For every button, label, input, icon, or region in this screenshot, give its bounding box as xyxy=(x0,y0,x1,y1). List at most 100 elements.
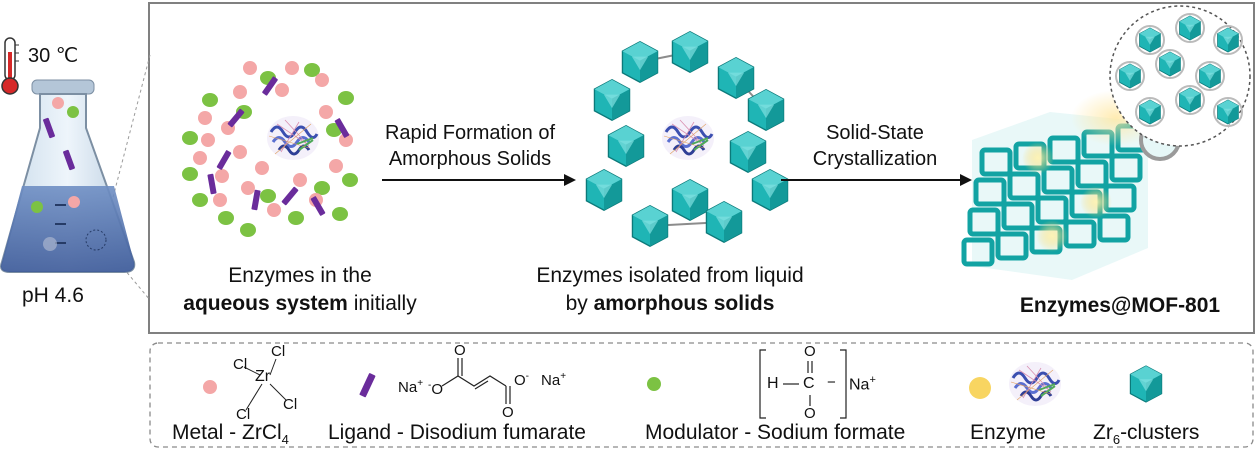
arrow-rapid-formation xyxy=(382,174,576,186)
legend-enzyme-dot xyxy=(969,377,991,399)
legend-enzyme-structure xyxy=(1007,360,1063,408)
modulator-particle xyxy=(218,211,234,225)
zoom-zr6-cluster xyxy=(1179,87,1201,113)
metal-particle xyxy=(201,133,215,147)
legend-ligand-bar xyxy=(359,373,376,398)
arrow2-label: Solid-State Crystallization xyxy=(790,120,960,172)
modulator-particle xyxy=(240,223,256,237)
modulator-particle xyxy=(342,173,358,187)
stage2-line1: Enzymes isolated from liquid xyxy=(536,264,804,287)
thermometer-icon xyxy=(1,37,19,95)
zr6-cluster xyxy=(751,169,789,211)
legend-cluster-label: Zr6-clusters xyxy=(1093,421,1200,448)
arrow1-line1: Rapid Formation of xyxy=(384,122,556,144)
stage1-line1: Enzymes in the xyxy=(228,264,372,287)
modulator-particle xyxy=(288,211,304,225)
metal-particle xyxy=(285,61,299,75)
ligand-particle xyxy=(281,186,299,206)
fumarate-o-right: O- xyxy=(514,371,530,389)
zoom-zr6-cluster xyxy=(1139,99,1161,125)
zr6-cluster xyxy=(585,169,623,211)
formate-minus: − xyxy=(827,374,836,391)
mof-cell xyxy=(995,231,1029,261)
legend-frame xyxy=(149,342,1254,448)
fumarate-na-left: Na+ xyxy=(398,378,424,396)
stage1-line2: aqueous system initially xyxy=(180,290,420,318)
metal-particle xyxy=(233,145,247,159)
ph-label: pH 4.6 xyxy=(22,284,84,307)
legend-enzyme-label: Enzyme xyxy=(970,421,1046,444)
formate-structure xyxy=(759,349,847,419)
formate-c: C xyxy=(803,375,815,392)
fumarate-o-left: -O xyxy=(428,380,444,398)
stage2-bold: amorphous solids xyxy=(593,292,775,315)
metal-particle xyxy=(339,133,353,147)
metal-particle xyxy=(233,85,247,99)
fumarate-na-right: Na+ xyxy=(541,371,567,389)
mof-cell xyxy=(1097,213,1131,243)
modulator-particle xyxy=(202,93,218,107)
metal-particle xyxy=(329,159,343,173)
mof-cell xyxy=(1075,159,1109,189)
modulator-particle xyxy=(338,91,354,105)
zr6-cluster xyxy=(631,205,669,247)
metal-particle xyxy=(319,105,333,119)
mof-cell xyxy=(961,237,995,267)
zoom-zr6-cluster xyxy=(1217,99,1239,125)
zrcl4-structure xyxy=(243,358,287,411)
modulator-particle xyxy=(192,193,208,207)
cl-atom-4: Cl xyxy=(236,406,251,423)
legend-modulator-dot xyxy=(647,377,661,391)
stage2-line2: by amorphous solids xyxy=(525,290,815,318)
zr6-cluster xyxy=(671,31,709,73)
metal-particle xyxy=(275,83,289,97)
arrow1-line2: Amorphous Solids xyxy=(388,148,552,170)
ligand-particle xyxy=(262,76,278,96)
legend-modulator-label: Modulator - Sodium formate xyxy=(645,421,906,444)
enzyme-structure-stage2 xyxy=(660,114,716,162)
modulator-particle xyxy=(182,167,198,181)
stage2-prefix: by xyxy=(565,292,594,315)
zoom-zr6-cluster xyxy=(1159,51,1181,77)
ligand-particle xyxy=(207,173,217,195)
cl-atom-3: Cl xyxy=(283,396,298,413)
zoom-zr6-cluster xyxy=(1139,27,1161,53)
zr6-cluster xyxy=(729,131,767,173)
mof-801-crystal xyxy=(961,112,1149,280)
metal-particle xyxy=(267,203,281,217)
formate-h: H xyxy=(767,375,779,392)
formate-o-top: O xyxy=(804,343,816,360)
main-panel-frame xyxy=(148,2,1255,334)
stage1-caption: Enzymes in the aqueous system initially xyxy=(180,262,420,318)
stage3-caption: Enzymes@MOF-801 xyxy=(1019,294,1221,317)
metal-particle xyxy=(243,61,257,75)
zr6-cluster xyxy=(621,41,659,83)
stage1-bold: aqueous system xyxy=(183,292,348,315)
ligand-particle xyxy=(227,108,245,128)
zr-atom: Zr xyxy=(255,368,271,385)
stage2-caption: Enzymes isolated from liquid by amorphou… xyxy=(525,262,815,318)
arrow-crystallization xyxy=(781,174,972,186)
legend-metal-label: Metal - ZrCl4 xyxy=(172,421,289,448)
metal-particle xyxy=(213,193,227,207)
fumarate-o-bottom: O xyxy=(502,404,514,421)
zoom-zr6-cluster xyxy=(1179,15,1201,41)
zoom-zr6-cluster xyxy=(1199,63,1221,89)
erlenmeyer-flask xyxy=(0,79,136,273)
stage2-amorphous-solids xyxy=(585,31,789,247)
zoom-zr6-cluster xyxy=(1217,27,1239,53)
formate-o-bottom: O xyxy=(804,405,816,422)
modulator-particle xyxy=(314,181,330,195)
zr6-cluster xyxy=(705,201,743,243)
mof-cell xyxy=(1001,201,1035,231)
stage1-reactants-cloud xyxy=(182,61,358,237)
metal-particle xyxy=(241,181,255,195)
arrow1-label: Rapid Formation of Amorphous Solids xyxy=(370,120,570,172)
zr6-cluster xyxy=(747,89,785,131)
ligand-particle xyxy=(310,196,326,216)
zr6-cluster xyxy=(593,79,631,121)
metal-particle xyxy=(255,161,269,175)
zoom-zr6-cluster xyxy=(1119,63,1141,89)
legend-ligand-label: Ligand - Disodium fumarate xyxy=(328,421,586,444)
mof-cell xyxy=(1007,171,1041,201)
